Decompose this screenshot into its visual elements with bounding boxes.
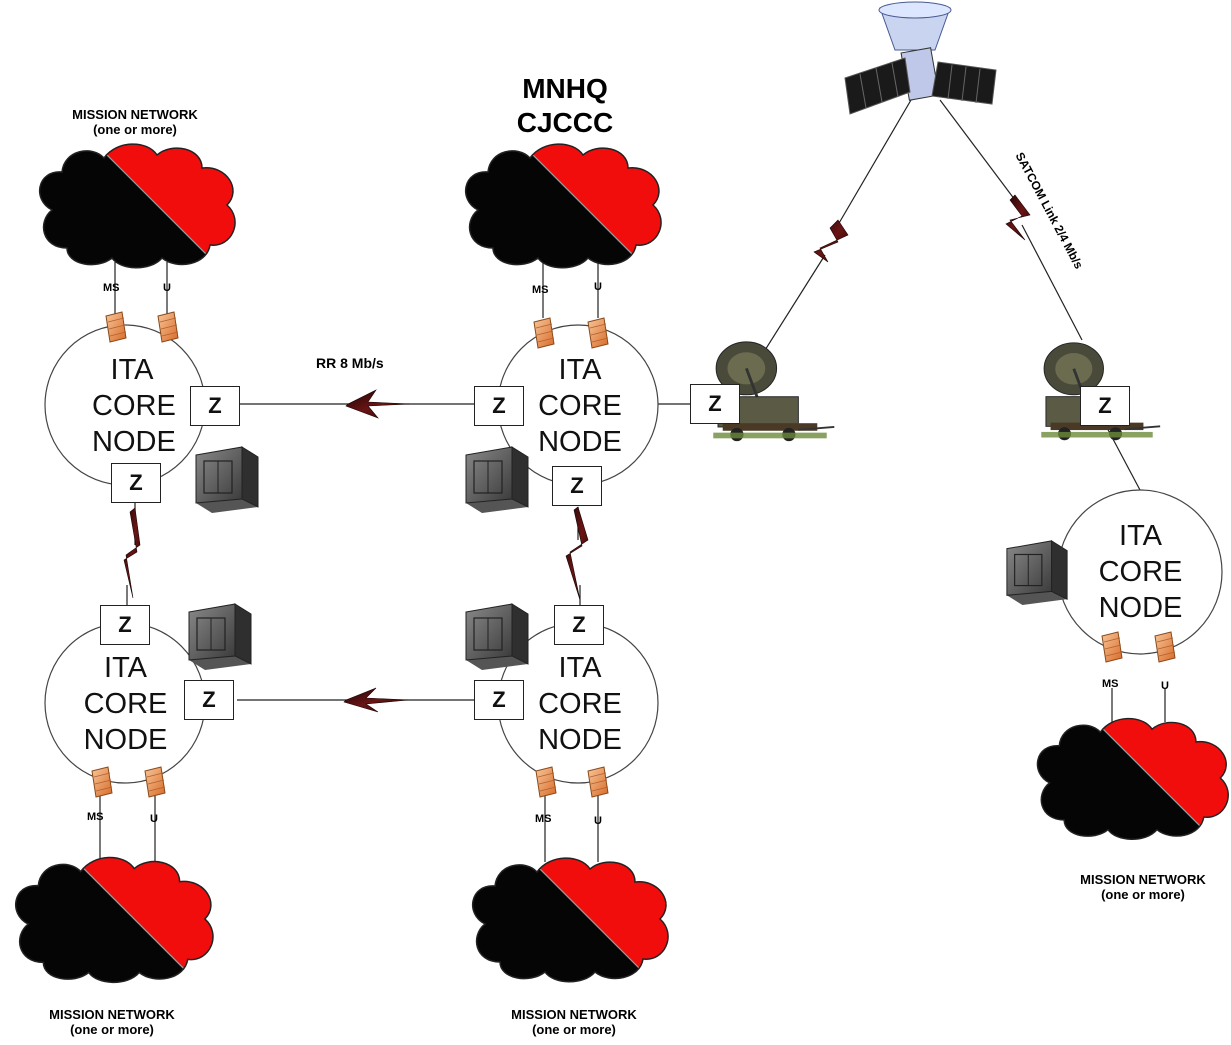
u-label: U bbox=[163, 282, 171, 294]
z-encryptor-box: Z bbox=[554, 605, 604, 645]
firewall-icon bbox=[1101, 631, 1123, 663]
node-label-line: NODE bbox=[538, 724, 622, 756]
z-encryptor-box: Z bbox=[552, 466, 602, 506]
firewall-icon bbox=[144, 766, 166, 798]
node-label-line: ITA bbox=[110, 354, 154, 386]
core-node-label: ITA CORE NODE bbox=[78, 650, 173, 758]
mission-network-cloud-tl bbox=[32, 140, 242, 270]
ms-label: MS bbox=[535, 813, 552, 825]
z-encryptor-box: Z bbox=[111, 463, 161, 503]
z-encryptor-box: Z bbox=[690, 384, 740, 424]
node-label-line: ITA bbox=[558, 354, 602, 386]
lightning-icon bbox=[345, 389, 411, 419]
mission-network-label: MISSION NETWORK (one or more) bbox=[32, 1007, 192, 1038]
core-node-label: ITA CORE NODE bbox=[92, 352, 176, 460]
mission-network-label: MISSION NETWORK (one or more) bbox=[55, 107, 215, 138]
mission-network-subtitle: (one or more) bbox=[1101, 886, 1185, 902]
lightning-links bbox=[123, 194, 1031, 713]
hq-label-line2: CJCCC bbox=[516, 106, 614, 138]
mission-network-cloud-bc bbox=[465, 854, 675, 984]
mission-network-label: MISSION NETWORK (one or more) bbox=[494, 1007, 654, 1038]
rr-link-label: RR 8 Mb/s bbox=[316, 355, 384, 371]
z-encryptor-box: Z bbox=[1080, 386, 1130, 426]
node-label-line: CORE bbox=[1098, 556, 1183, 588]
u-label: U bbox=[594, 815, 602, 827]
node-label-line: ITA bbox=[104, 652, 147, 684]
ms-label: MS bbox=[1102, 678, 1119, 690]
mission-network-subtitle: (one or more) bbox=[532, 1021, 616, 1037]
mission-network-label: MISSION NETWORK (one or more) bbox=[1063, 872, 1223, 903]
mission-network-title: MISSION NETWORK bbox=[72, 107, 198, 122]
core-node-label: ITA CORE NODE bbox=[535, 650, 625, 758]
ms-label: MS bbox=[87, 811, 104, 823]
mission-network-title: MISSION NETWORK bbox=[49, 1007, 175, 1022]
firewall-icon bbox=[587, 317, 609, 349]
hq-label-line1: MNHQ bbox=[522, 73, 608, 104]
u-label: U bbox=[150, 813, 158, 825]
node-label-line: CORE bbox=[92, 390, 176, 422]
node-label-line: NODE bbox=[83, 724, 168, 756]
mission-network-cloud-bl bbox=[8, 853, 220, 984]
firewall-icon bbox=[91, 766, 113, 798]
z-encryptor-box: Z bbox=[474, 386, 524, 426]
node-label-line: NODE bbox=[1098, 592, 1183, 624]
lightning-icon bbox=[813, 219, 849, 263]
firewall-icon bbox=[587, 766, 609, 798]
lightning-icon bbox=[343, 687, 409, 713]
mission-network-subtitle: (one or more) bbox=[93, 121, 177, 137]
firewall-icon bbox=[1154, 631, 1176, 663]
satellite-icon bbox=[844, 1, 997, 115]
firewall-icon bbox=[533, 317, 555, 349]
lightning-icon bbox=[123, 507, 141, 599]
z-encryptor-box: Z bbox=[190, 386, 240, 426]
z-encryptor-box: Z bbox=[184, 680, 234, 720]
node-label-line: CORE bbox=[538, 688, 622, 720]
ms-label: MS bbox=[532, 284, 549, 296]
mission-network-title: MISSION NETWORK bbox=[1080, 872, 1206, 887]
node-label-line: CORE bbox=[538, 390, 622, 422]
lightning-icon bbox=[1005, 194, 1031, 241]
mission-network-cloud-r bbox=[1030, 715, 1231, 842]
firewall-icon bbox=[535, 766, 557, 798]
shelter-icon bbox=[188, 603, 252, 670]
node-label-line: NODE bbox=[538, 426, 622, 458]
node-label-line: ITA bbox=[558, 652, 602, 684]
shelter-icon bbox=[465, 603, 529, 670]
lightning-icon bbox=[565, 506, 589, 601]
ms-label: MS bbox=[103, 282, 120, 294]
node-label-line: ITA bbox=[1119, 520, 1162, 552]
z-encryptor-box: Z bbox=[474, 680, 524, 720]
shelter-icon bbox=[465, 446, 529, 513]
u-label: U bbox=[594, 281, 602, 293]
hq-label: MNHQ CJCCC bbox=[500, 72, 630, 139]
node-label-line: NODE bbox=[92, 426, 176, 458]
core-node-label: ITA CORE NODE bbox=[1093, 518, 1188, 626]
u-label: U bbox=[1161, 680, 1169, 692]
z-encryptor-box: Z bbox=[100, 605, 150, 645]
mission-network-title: MISSION NETWORK bbox=[511, 1007, 637, 1022]
firewall-icon bbox=[157, 311, 179, 343]
shelter-icon bbox=[195, 446, 259, 513]
node-label-line: CORE bbox=[83, 688, 168, 720]
mission-network-subtitle: (one or more) bbox=[70, 1021, 154, 1037]
mission-network-cloud-tc bbox=[458, 140, 668, 270]
shelter-icon bbox=[1006, 540, 1068, 605]
core-node-label: ITA CORE NODE bbox=[535, 352, 625, 460]
shelters bbox=[188, 446, 1068, 670]
firewall-icon bbox=[105, 311, 127, 343]
